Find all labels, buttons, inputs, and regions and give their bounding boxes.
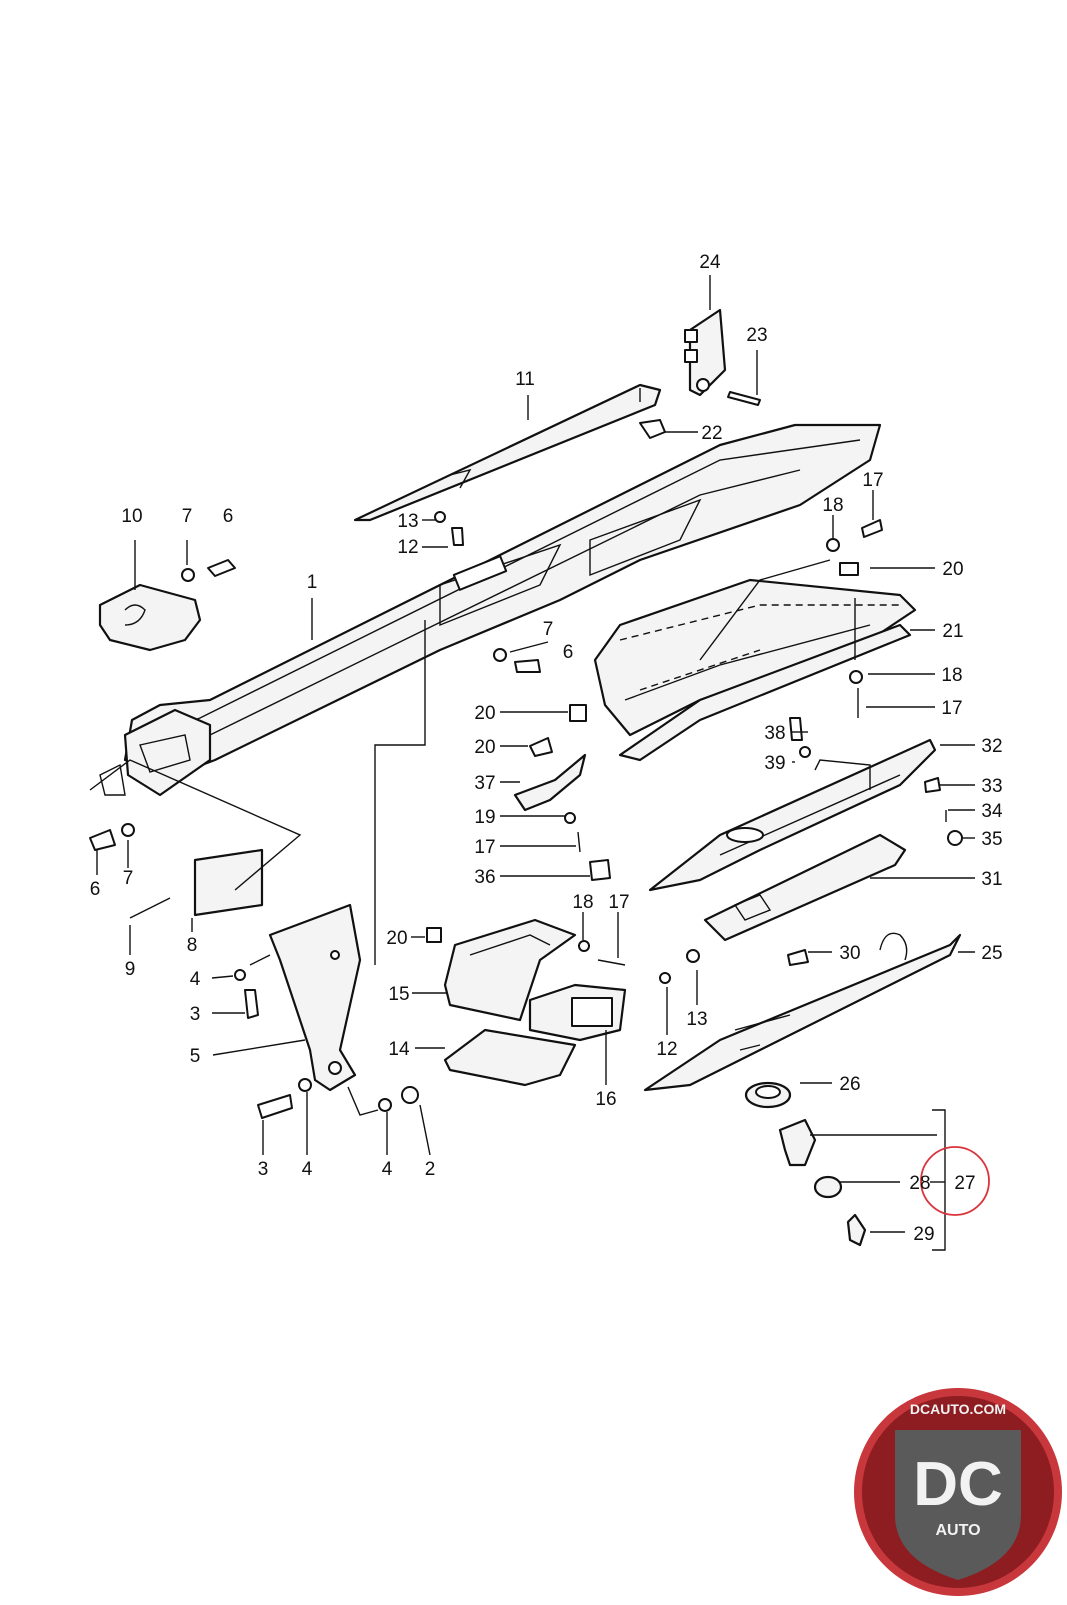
callout-6: 6 <box>563 642 574 663</box>
part-27-lock-assembly <box>778 1118 867 1247</box>
callout-28: 28 <box>909 1173 930 1194</box>
callout-33: 33 <box>981 776 1002 797</box>
callout-9: 9 <box>125 959 136 980</box>
part-5-support-bracket <box>268 903 362 1092</box>
part-24-latch-bracket <box>684 308 727 397</box>
callout-30: 30 <box>839 943 860 964</box>
callout-20: 20 <box>474 703 495 724</box>
callout-18: 18 <box>572 892 593 913</box>
part-1-dash-carrier <box>99 423 882 797</box>
callout-21: 21 <box>942 621 963 642</box>
callout-12: 12 <box>656 1039 677 1060</box>
callout-2: 2 <box>425 1159 436 1180</box>
callout-25: 25 <box>981 943 1002 964</box>
part-15-ashtray-housing <box>443 918 577 1022</box>
callout-4: 4 <box>382 1159 393 1180</box>
callout-26: 26 <box>839 1074 860 1095</box>
assembly-lines <box>89 559 871 1116</box>
callout-16: 16 <box>595 1089 616 1110</box>
callout-17: 17 <box>941 698 962 719</box>
part-10-bracket <box>98 583 202 652</box>
callout-29: 29 <box>913 1224 934 1245</box>
part-21-glovebox-tub <box>593 578 917 762</box>
callout-11: 11 <box>515 369 535 390</box>
callout-37: 37 <box>474 773 495 794</box>
callout-7: 7 <box>182 506 193 527</box>
callout-7: 7 <box>123 868 134 889</box>
callout-35: 35 <box>981 829 1002 850</box>
callout-13: 13 <box>397 511 418 532</box>
callout-12: 12 <box>397 537 418 558</box>
callout-36: 36 <box>474 867 495 888</box>
callout-23: 23 <box>746 325 767 346</box>
callout-31: 31 <box>981 869 1002 890</box>
callout-6: 6 <box>90 879 101 900</box>
part-14-ashtray-cover <box>443 1028 577 1087</box>
callout-27: 27 <box>954 1173 975 1194</box>
highlight-circle-part-27 <box>920 1146 990 1216</box>
callout-17: 17 <box>862 470 883 491</box>
callout-15: 15 <box>388 984 409 1005</box>
callout-18: 18 <box>941 665 962 686</box>
callout-34: 34 <box>981 801 1003 822</box>
callout-4: 4 <box>190 969 201 990</box>
callout-5: 5 <box>190 1046 201 1067</box>
callout-3: 3 <box>258 1159 269 1180</box>
callout-22: 22 <box>701 423 722 444</box>
leader-lines <box>96 275 975 1251</box>
callout-20: 20 <box>942 559 963 580</box>
callout-39: 39 <box>764 753 785 774</box>
callout-20: 20 <box>474 737 495 758</box>
part-37-clamp <box>513 753 587 812</box>
callout-labels: 1 2 3 3 4 4 4 5 6 6 6 7 7 7 8 9 10 11 12… <box>90 252 1003 1245</box>
logo-shield <box>895 1430 1021 1580</box>
callout-6: 6 <box>223 506 234 527</box>
callout-1: 1 <box>307 572 318 593</box>
part-32-lid-frame <box>648 738 937 892</box>
callout-32: 32 <box>981 736 1002 757</box>
callout-3: 3 <box>190 1004 201 1025</box>
logo-domain-text: DCAUTO.COM <box>910 1401 1006 1417</box>
callout-20: 20 <box>386 928 407 949</box>
logo-word: AUTO <box>935 1522 980 1539</box>
part-31-lid-hinge <box>703 833 907 942</box>
part-26-lock-housing <box>744 1081 792 1109</box>
callout-13: 13 <box>686 1009 707 1030</box>
callout-19: 19 <box>474 807 495 828</box>
callout-18: 18 <box>822 495 843 516</box>
callout-38: 38 <box>764 723 785 744</box>
callout-10: 10 <box>121 506 142 527</box>
callout-24: 24 <box>699 252 721 273</box>
callout-14: 14 <box>388 1039 410 1060</box>
part-16-ashtray-insert <box>528 983 627 1042</box>
part-11-strip <box>353 383 662 522</box>
callout-7: 7 <box>543 619 554 640</box>
hardware <box>89 391 963 1119</box>
part-8-plate <box>193 848 264 917</box>
callout-4: 4 <box>302 1159 313 1180</box>
callout-17: 17 <box>608 892 629 913</box>
logo-initials: DC <box>913 1450 1003 1519</box>
callout-17: 17 <box>474 837 495 858</box>
callout-8: 8 <box>187 935 198 956</box>
dcauto-logo: DCAUTO.COM DC AUTO <box>854 1388 1062 1596</box>
